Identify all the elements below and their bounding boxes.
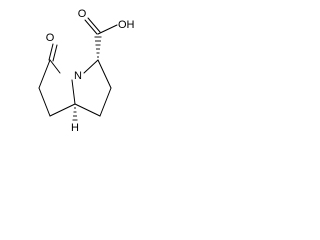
bridgehead-hashed-bond bbox=[72, 107, 78, 121]
acid-carbonyl-bond-1 bbox=[84, 19, 98, 35]
bridgehead-hydrogen-label: H bbox=[71, 122, 79, 134]
acid-carbonyl-bond-2 bbox=[87, 17, 101, 33]
ketone-oxygen-label: O bbox=[46, 32, 55, 44]
bond-c7-c8 bbox=[49, 103, 76, 117]
carbonyl-double-bond bbox=[48, 43, 58, 62]
chemical-structure-diagram: O N O OH H bbox=[38, 8, 135, 134]
acid-carbonyl-oxygen-label: O bbox=[78, 8, 87, 20]
bond-c5-c6 bbox=[38, 59, 51, 89]
bond-c2-c1 bbox=[99, 87, 112, 117]
acid-hashed-wedge bbox=[94, 36, 102, 58]
bond-c6-c7 bbox=[38, 87, 51, 117]
bond-c8-n bbox=[71, 79, 76, 105]
acid-oh-bond bbox=[97, 24, 118, 35]
lactam-ring bbox=[38, 59, 76, 117]
pyrrolidine-ring bbox=[74, 59, 112, 117]
bond-c3-c2 bbox=[97, 59, 112, 89]
acid-hydroxyl-label: OH bbox=[118, 19, 135, 31]
carboxylic-acid bbox=[84, 17, 118, 58]
bond-c1-c8 bbox=[74, 103, 101, 117]
bond-c5-n bbox=[49, 59, 61, 74]
bond-n-c3 bbox=[83, 59, 99, 74]
ring-nitrogen-label: N bbox=[74, 70, 82, 82]
